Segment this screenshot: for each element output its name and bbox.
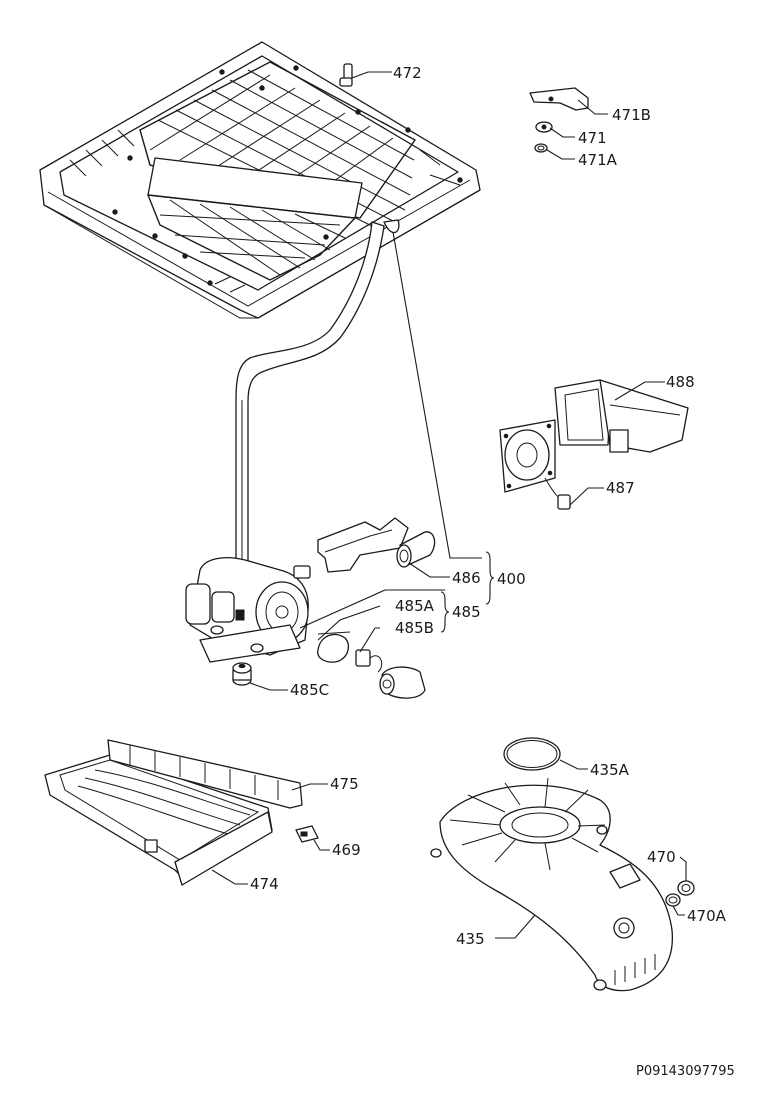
switch-469-drawing bbox=[295, 825, 319, 843]
fan-duct-488-drawing bbox=[554, 379, 689, 453]
gasket-435a-drawing bbox=[503, 737, 561, 771]
drawing-code: P09143097795 bbox=[636, 1064, 735, 1079]
cooling-fan-487-drawing bbox=[499, 419, 571, 510]
part-470-drawing bbox=[677, 880, 695, 896]
label-471a: 471A bbox=[578, 151, 618, 169]
part-471-drawing bbox=[535, 121, 553, 133]
compressor-assembly-drawing bbox=[185, 557, 309, 663]
label-435a: 435A bbox=[590, 761, 630, 779]
label-400: 400 bbox=[497, 570, 526, 588]
label-472: 472 bbox=[393, 64, 422, 82]
label-435: 435 bbox=[456, 930, 485, 948]
label-485b: 485B bbox=[395, 619, 434, 637]
connector-485b-drawing bbox=[355, 649, 383, 673]
label-471b: 471B bbox=[612, 106, 651, 124]
cover-plate-471b-drawing bbox=[529, 87, 589, 111]
label-487: 487 bbox=[606, 479, 635, 497]
label-470: 470 bbox=[647, 848, 676, 866]
label-470a: 470A bbox=[687, 907, 727, 925]
oring-471a-drawing bbox=[534, 143, 548, 153]
blower-housing-435-drawing bbox=[430, 777, 674, 992]
compressor-capacitor-drawing bbox=[379, 666, 426, 699]
mounting-bracket-drawing bbox=[293, 517, 409, 579]
label-488: 488 bbox=[666, 373, 695, 391]
label-485c: 485C bbox=[290, 681, 329, 699]
rubber-foot-485c-drawing bbox=[232, 662, 252, 686]
filter-drawer-474-drawing bbox=[44, 754, 273, 886]
label-485a: 485A bbox=[395, 597, 435, 615]
label-485: 485 bbox=[452, 603, 481, 621]
valve-472-drawing bbox=[339, 63, 353, 87]
part-labels: 472 471B 471 471A 488 487 486 400 485A 4… bbox=[250, 64, 735, 1079]
filter-seal-475-drawing bbox=[107, 739, 303, 809]
compressor-cover-485a-drawing bbox=[317, 631, 351, 663]
capacitor-486-drawing bbox=[396, 531, 436, 568]
oring-470a-drawing bbox=[665, 893, 681, 907]
label-471: 471 bbox=[578, 129, 607, 147]
label-474: 474 bbox=[250, 875, 279, 893]
label-469: 469 bbox=[332, 841, 361, 859]
heat-pump-frame-drawing bbox=[39, 41, 481, 319]
label-486: 486 bbox=[452, 569, 481, 587]
label-475: 475 bbox=[330, 775, 359, 793]
leader-lines bbox=[211, 71, 687, 939]
